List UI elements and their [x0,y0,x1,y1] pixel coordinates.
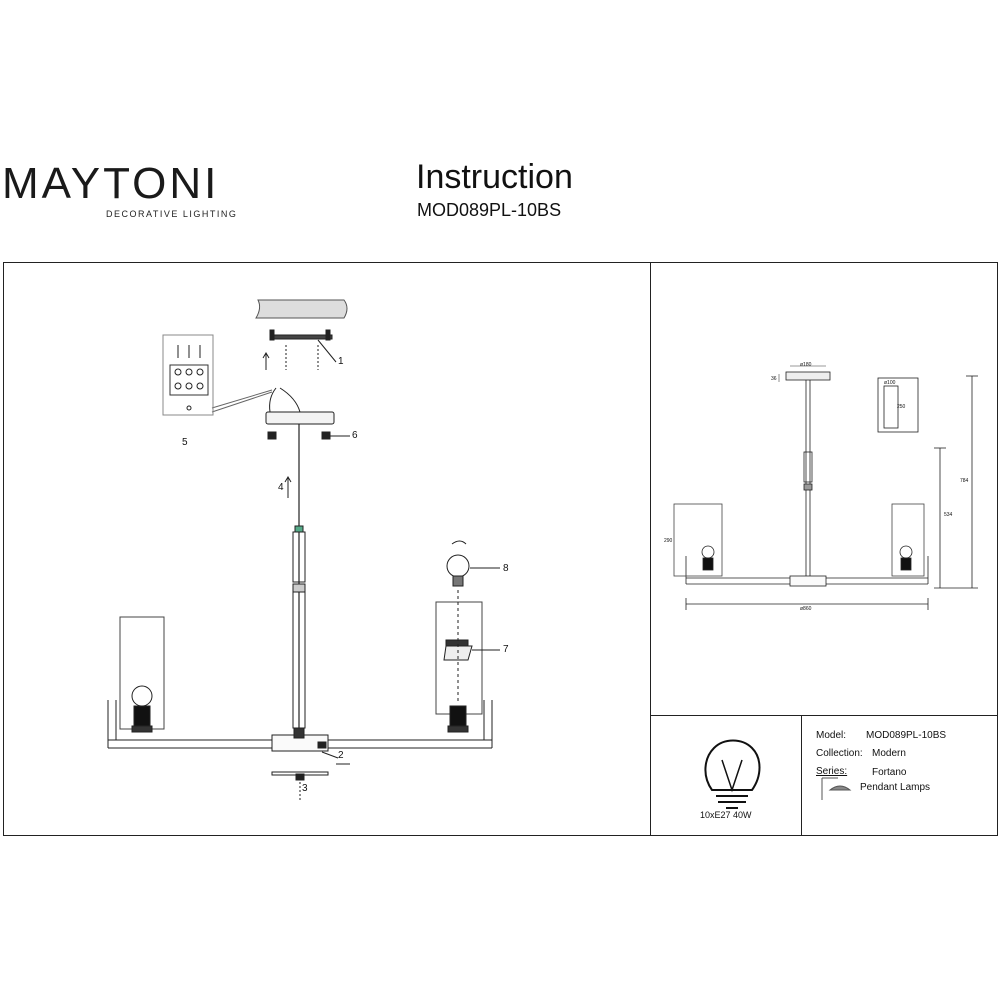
dim-total-height: 784 [960,478,969,484]
brand-name: MAYTONI [2,159,220,208]
dim-shade-width: ø100 [884,380,896,386]
spec-series-value: Fortano [872,767,907,778]
dim-arm-height: 290 [664,538,673,544]
callout-3: 3 [302,783,308,794]
bulb-spec: 10xE27 40W [700,810,752,820]
callout-7: 7 [503,644,509,655]
dim-body-height: 534 [944,512,953,518]
callout-1: 1 [338,356,344,367]
dim-shade-height: 250 [897,404,906,410]
brand-tagline: DECORATIVE LIGHTING [106,209,238,219]
page-title: Instruction [416,158,573,196]
spec-model-label: Model: [816,730,847,741]
dim-canopy-diameter: ø180 [800,362,812,368]
callout-5: 5 [182,437,188,448]
callout-6: 6 [352,430,358,441]
brand-logo: MAYTONI [2,162,219,206]
spec-series-label: Series: [816,766,848,777]
frame-divider-vertical [650,262,651,836]
spec-type-value: Pendant Lamps [860,782,931,793]
instruction-frame [3,262,998,836]
terminal-block-box [162,334,214,416]
spec-model-value: MOD089PL-10BS [866,730,947,741]
dim-span: ø860 [800,606,812,612]
ceiling-surface [255,299,348,319]
page-model-code: MOD089PL-10BS [417,200,562,220]
callout-2: 2 [338,750,344,761]
callout-4: 4 [278,482,284,493]
spec-collection-value: Modern [872,748,906,759]
frame-divider-horizontal [650,715,998,716]
dim-canopy-height: 36 [771,376,777,382]
spec-collection-label: Collection: [816,748,863,759]
callout-8: 8 [503,563,509,574]
spec-divider [801,715,802,836]
canopy [265,411,335,425]
